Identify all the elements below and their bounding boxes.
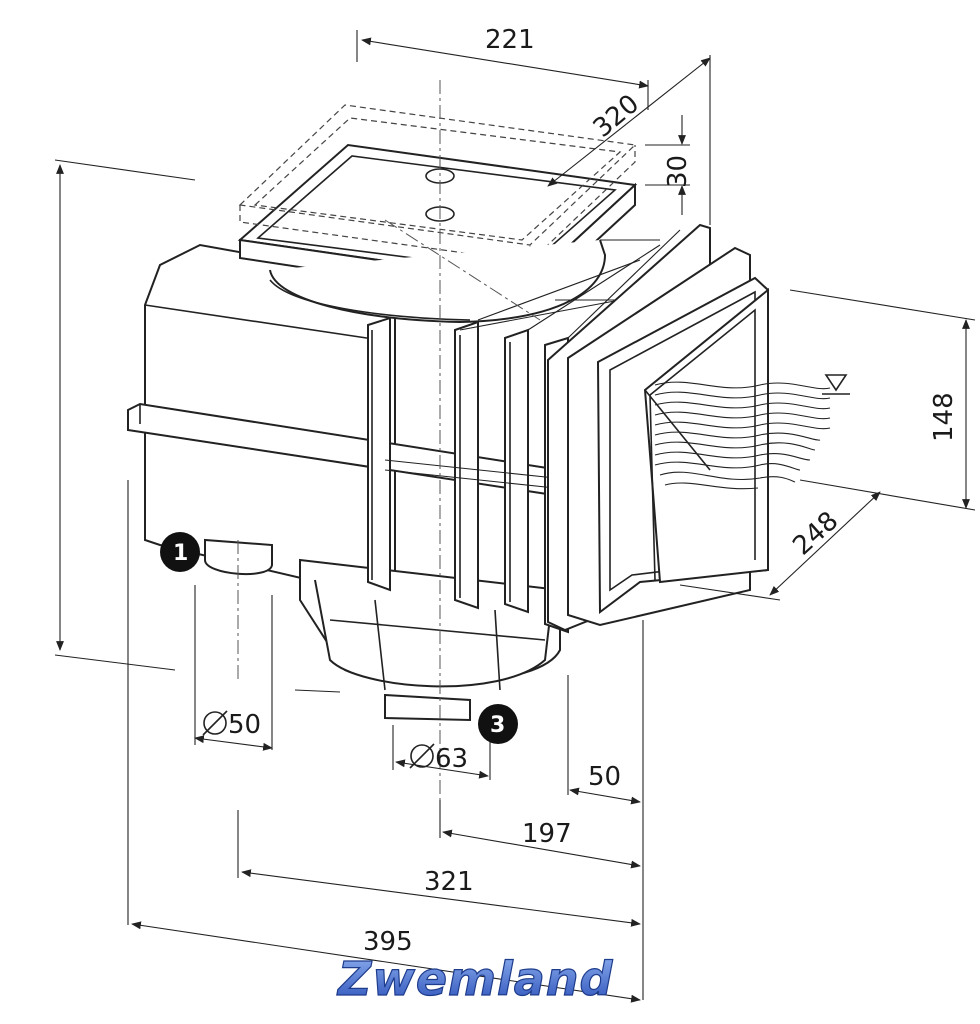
dim-320: 320 [588,89,645,144]
skimmer-body [127,80,850,800]
dim-248: 248 [787,506,844,562]
dim-d50: 50 [202,710,261,740]
dim-30: 30 [663,155,693,188]
dim-395: 395 [363,927,413,957]
dim-148: 148 [929,392,959,442]
dim-d63: 63 [409,743,468,774]
dim-321: 321 [424,867,474,897]
callout-3-label: 3 [490,713,505,738]
dim-221: 221 [485,25,535,55]
dimension-lines [54,30,976,1003]
dim-197: 197 [522,819,572,849]
water-level-icon [824,374,848,392]
zwemland-logo-text: Zwemland [336,952,614,1006]
water-waves [654,381,831,490]
dim-d50-value: 50 [228,710,261,740]
callout-1-label: 1 [173,541,188,566]
callout-1: 1 [160,532,200,572]
dim-50-right: 50 [588,762,621,792]
dim-d63-value: 63 [435,744,468,774]
callout-3: 3 [478,704,518,744]
mouth-frame [547,223,769,632]
zwemland-logo: Zwemland [335,951,614,1006]
